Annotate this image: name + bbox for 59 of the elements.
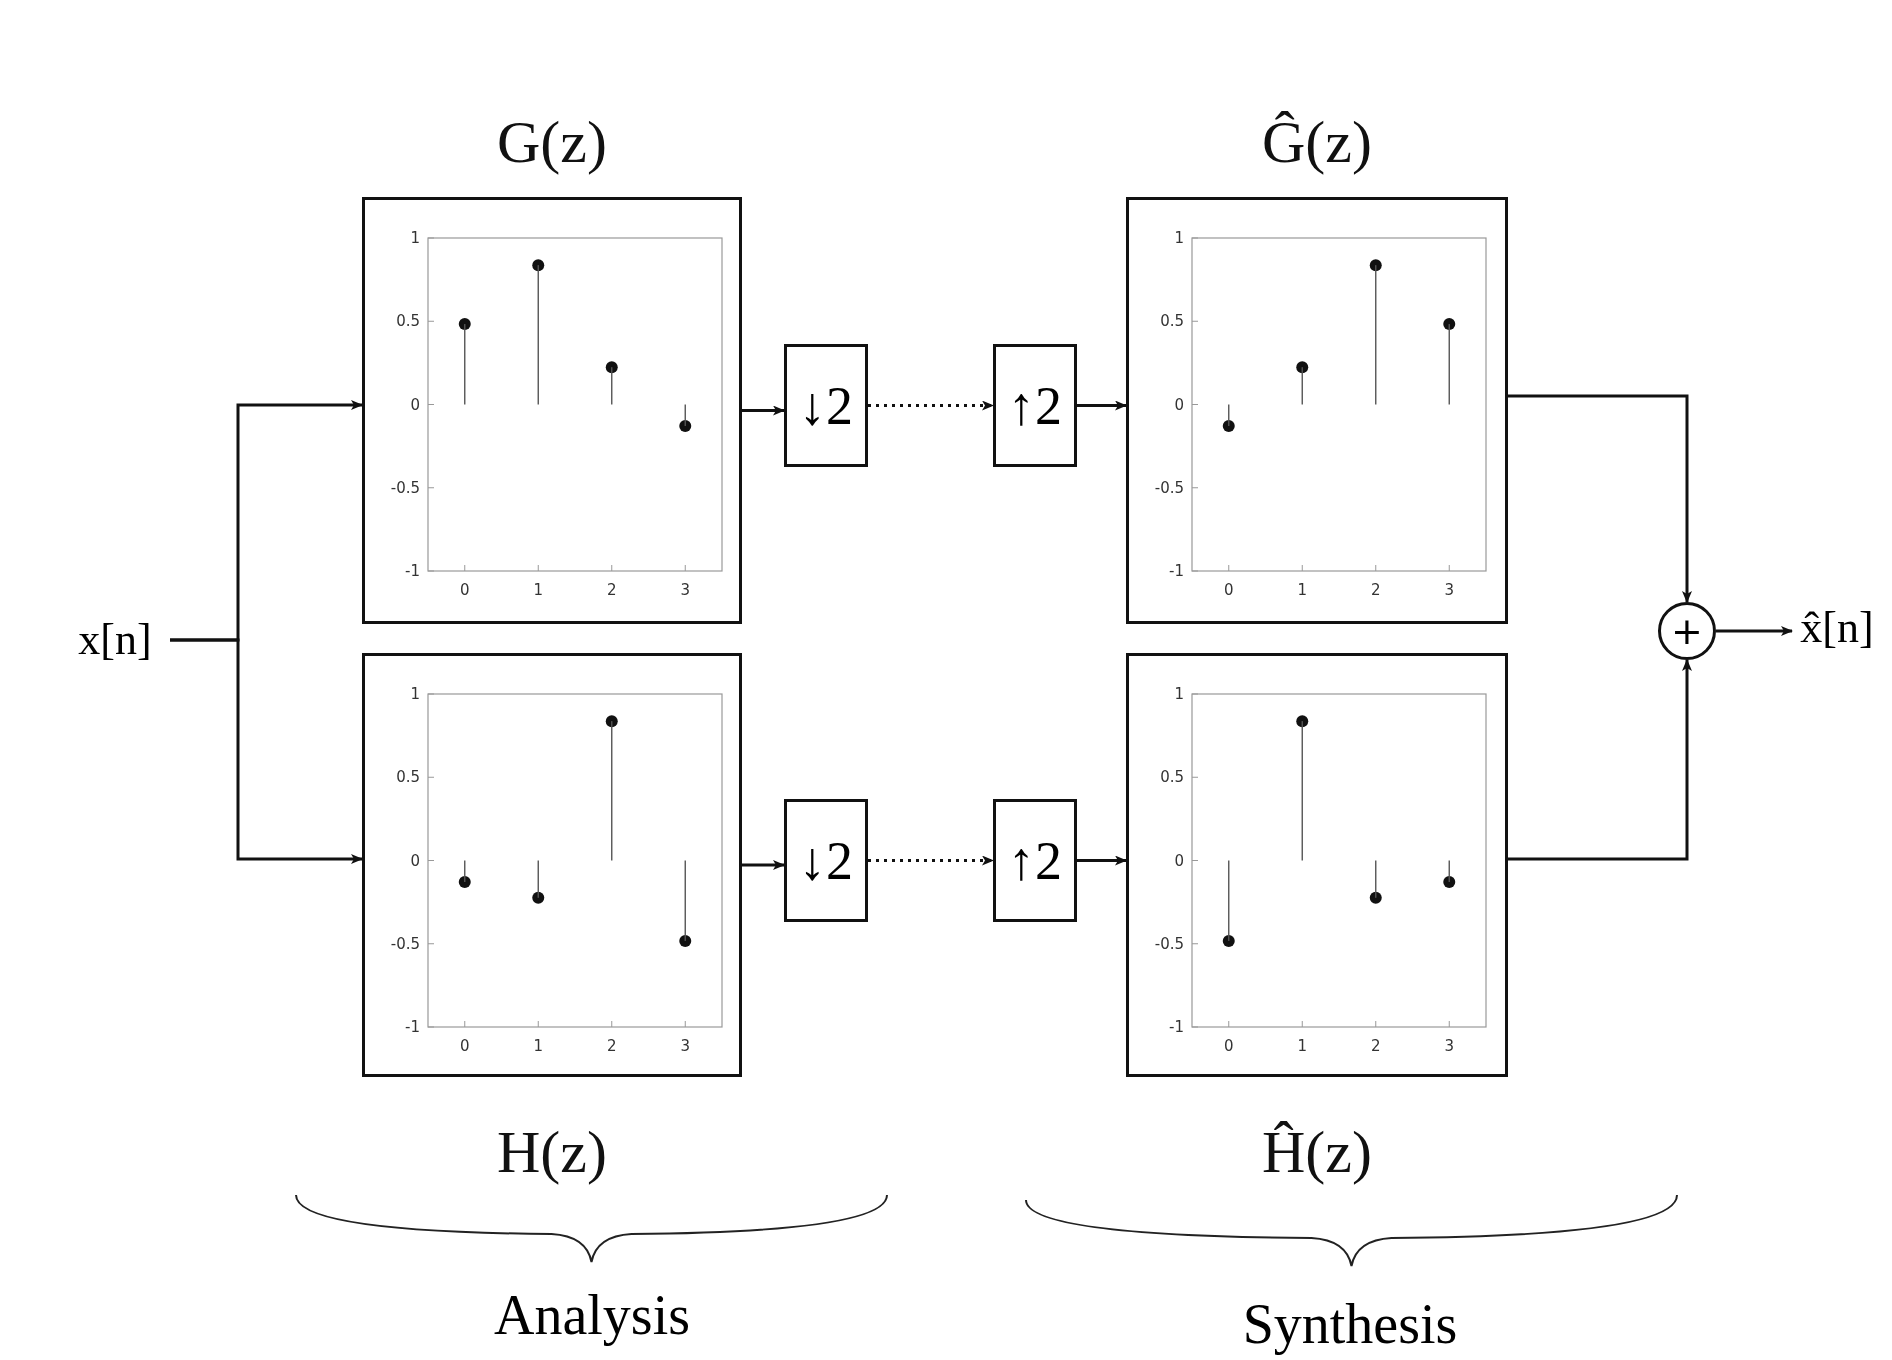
- tick-label: -1: [1169, 1018, 1184, 1036]
- tick-label: 0: [1174, 851, 1184, 870]
- tick-label: 1: [1174, 229, 1184, 247]
- tick-label: 2: [607, 581, 617, 599]
- arrow: [868, 855, 994, 866]
- tick-label: 0: [410, 851, 420, 870]
- filter-label: Ĥ(z): [1261, 1118, 1373, 1187]
- tick-label: 0: [460, 581, 470, 599]
- tick-label: 0: [1224, 581, 1234, 599]
- signal-label: x[n]: [78, 614, 152, 666]
- tick-label: 3: [1444, 1037, 1454, 1055]
- tick-label: -1: [405, 562, 420, 580]
- tick-label: 3: [1444, 581, 1454, 599]
- filter-label: H(z): [496, 1118, 608, 1187]
- tick-label: -1: [1169, 562, 1184, 580]
- arrow: [742, 860, 785, 870]
- sampler-box: ↓2: [784, 344, 868, 467]
- tick-label: 0.5: [396, 768, 420, 787]
- tick-label: 0: [410, 395, 420, 414]
- tick-label: 0.5: [1160, 312, 1184, 331]
- sampler-box: ↓2: [784, 799, 868, 922]
- tick-label: -0.5: [390, 934, 420, 953]
- arrow: [170, 638, 363, 864]
- tick-label: 2: [1371, 581, 1381, 599]
- tick-label: -1: [405, 1018, 420, 1036]
- section-label: Analysis: [494, 1283, 690, 1347]
- tick-label: 0: [1174, 395, 1184, 414]
- tick-label: 0.5: [396, 312, 420, 331]
- tick-label: 0: [1224, 1037, 1234, 1055]
- tick-label: 0.5: [1160, 768, 1184, 787]
- arrow: [1716, 626, 1793, 636]
- tick-label: -0.5: [1154, 478, 1184, 497]
- arrow: [868, 400, 994, 411]
- arrow: [742, 405, 785, 416]
- tick-label: 2: [607, 1037, 617, 1055]
- sampler-box: ↑2: [993, 799, 1077, 922]
- arrow: [1508, 659, 1692, 861]
- tick-label: 1: [410, 229, 420, 247]
- arrow: [1077, 400, 1127, 411]
- tick-label: 2: [1371, 1037, 1381, 1055]
- tick-label: -0.5: [1154, 934, 1184, 953]
- filter-label: Ĝ(z): [1261, 108, 1373, 177]
- filter-label: G(z): [496, 108, 608, 177]
- tick-label: 0: [460, 1037, 470, 1055]
- section-label: Synthesis: [1242, 1292, 1458, 1356]
- arrow: [1508, 394, 1692, 603]
- tick-label: 1: [533, 1037, 543, 1055]
- arrow: [1077, 855, 1127, 866]
- sum-circle: +: [1658, 602, 1716, 660]
- sampler-box: ↑2: [993, 344, 1077, 467]
- signal-label: x̂[n]: [1800, 602, 1874, 654]
- tick-label: 1: [533, 581, 543, 599]
- tick-label: 1: [410, 685, 420, 703]
- tick-label: 1: [1174, 685, 1184, 703]
- tick-label: 1: [1297, 1037, 1307, 1055]
- tick-label: 3: [680, 1037, 690, 1055]
- tick-label: 1: [1297, 581, 1307, 599]
- tick-label: -0.5: [390, 478, 420, 497]
- tick-label: 3: [680, 581, 690, 599]
